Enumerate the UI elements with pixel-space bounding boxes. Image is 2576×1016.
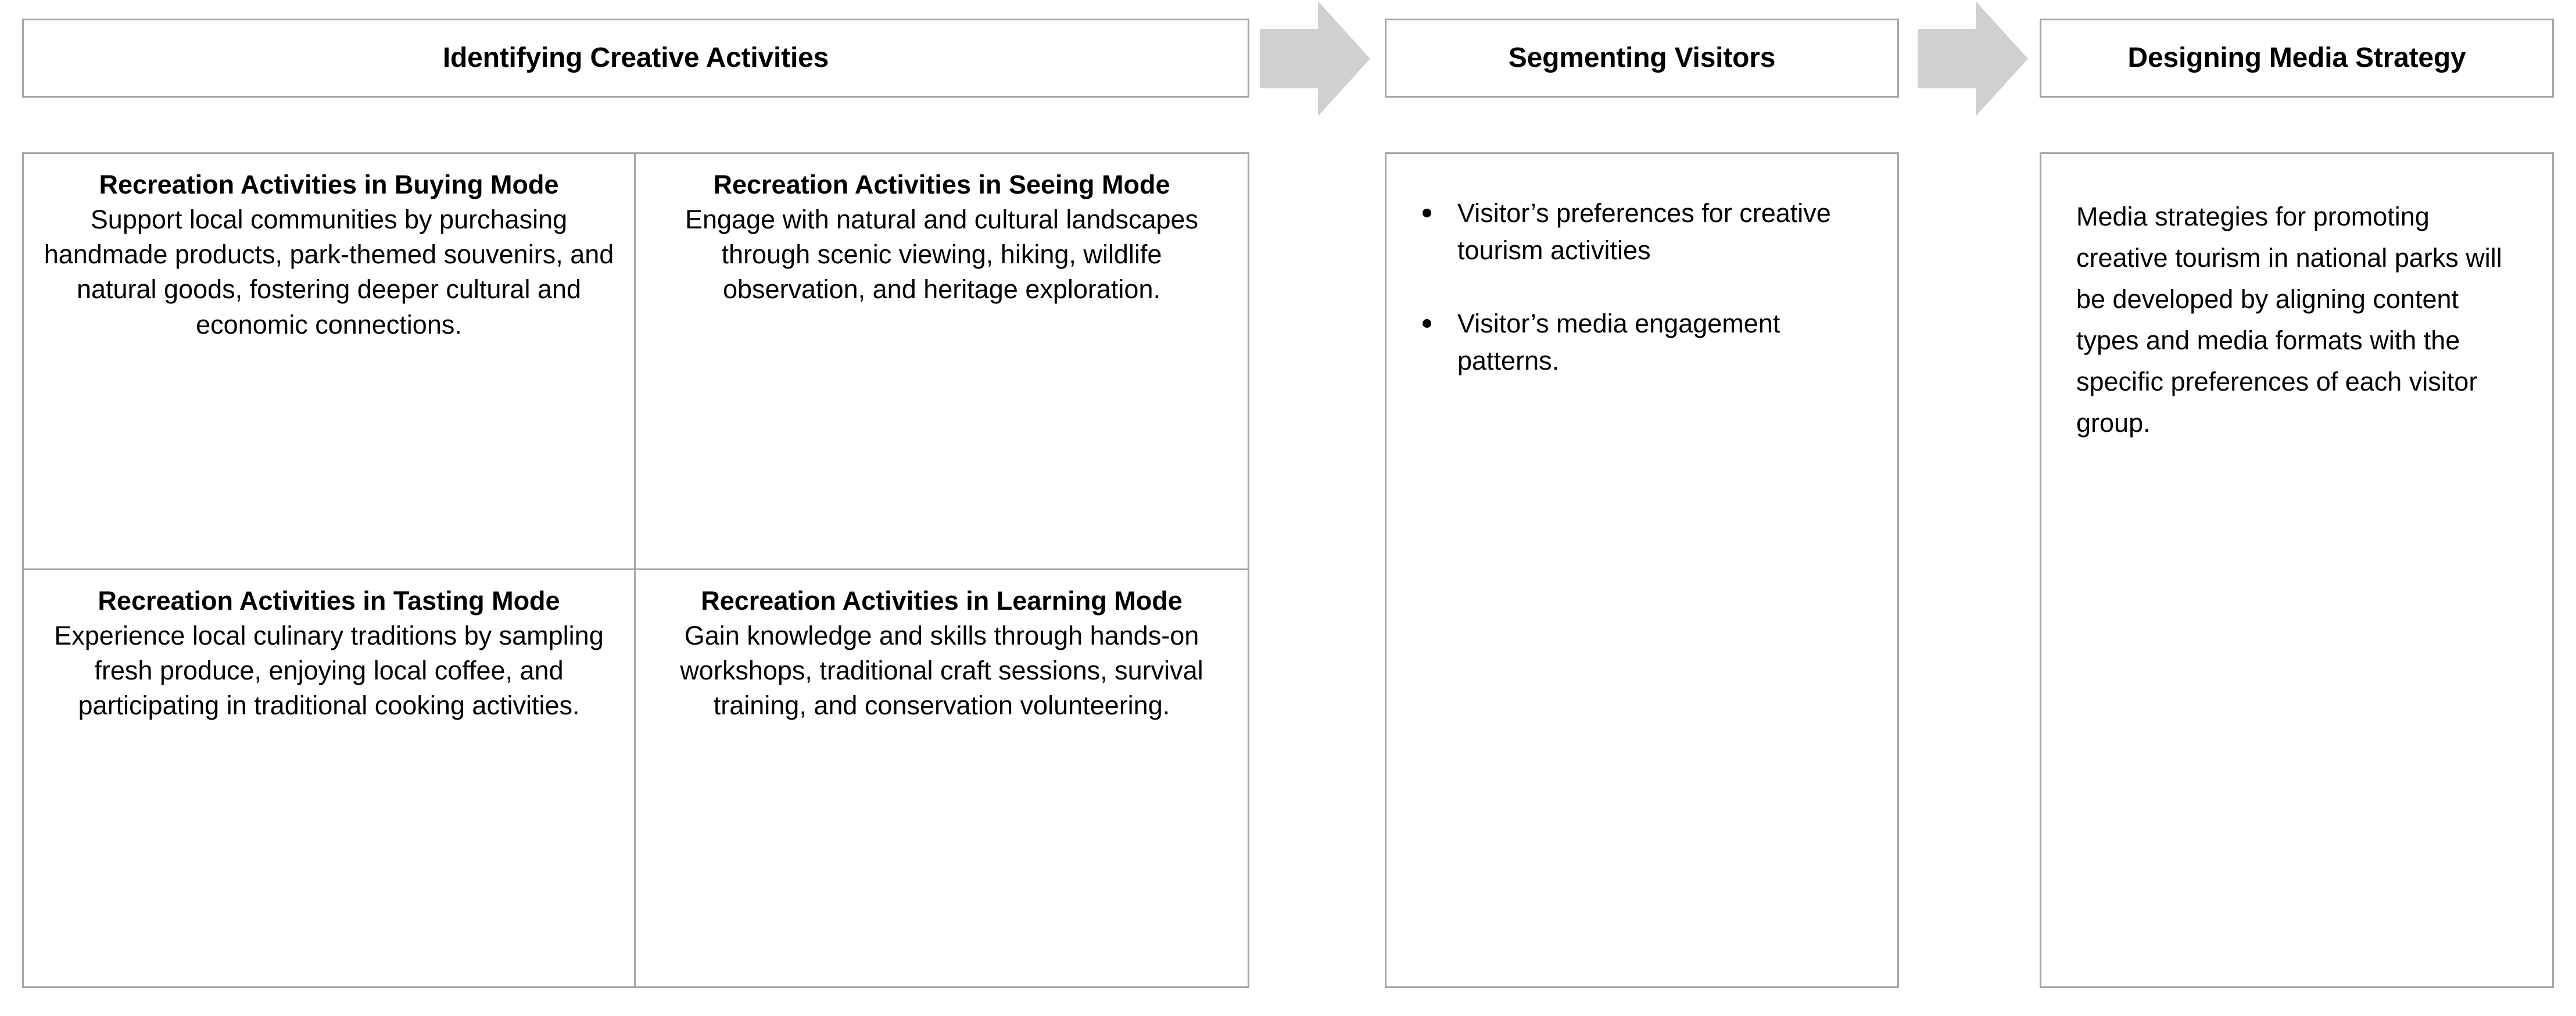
activity-cell-buying-mode[interactable]: Recreation Activities in Buying Mode Sup…	[24, 154, 636, 570]
stage-3-title: Designing Media Strategy	[2127, 42, 2466, 73]
visitor-segment-list: Visitor’s preferences for creative touri…	[1412, 195, 1872, 380]
activity-cell-seeing-mode-title: Recreation Activities in Seeing Mode	[713, 170, 1170, 199]
activity-cell-learning-mode-title: Recreation Activities in Learning Mode	[701, 586, 1183, 616]
activity-cell-tasting-mode[interactable]: Recreation Activities in Tasting Mode Ex…	[24, 570, 636, 986]
activity-cell-learning-mode-body: Gain knowledge and skills through hands-…	[680, 620, 1203, 721]
arrow-stage2-to-stage3-icon	[1918, 1, 2028, 116]
list-item[interactable]: Visitor’s media engagement patterns.	[1412, 305, 1872, 380]
activity-cell-seeing-mode[interactable]: Recreation Activities in Seeing Mode Eng…	[636, 154, 1248, 570]
arrow-stage1-to-stage2-icon	[1260, 1, 1370, 116]
activity-cell-tasting-mode-title: Recreation Activities in Tasting Mode	[98, 586, 560, 616]
activity-cell-buying-mode-title: Recreation Activities in Buying Mode	[99, 170, 559, 199]
activity-cell-learning-mode[interactable]: Recreation Activities in Learning Mode G…	[636, 570, 1248, 986]
activity-cell-buying-mode-body: Support local communities by purchasing …	[44, 204, 614, 339]
stage-1-title: Identifying Creative Activities	[442, 42, 829, 73]
stage-3-header-box[interactable]: Designing Media Strategy	[2040, 19, 2554, 98]
stage-2-content-box: Visitor’s preferences for creative touri…	[1385, 152, 1899, 988]
list-item-label: Visitor’s media engagement patterns.	[1457, 308, 1780, 375]
media-strategy-paragraph: Media strategies for promoting creative …	[2076, 202, 2502, 438]
stage-1-content-matrix: Recreation Activities in Buying Mode Sup…	[22, 152, 1249, 988]
activity-cell-tasting-mode-body: Experience local culinary traditions by …	[54, 620, 604, 721]
activity-cell-seeing-mode-body: Engage with natural and cultural landsca…	[685, 204, 1199, 305]
bullet-dot-icon	[1423, 319, 1431, 328]
bullet-dot-icon	[1423, 209, 1431, 217]
stage-1-header-box[interactable]: Identifying Creative Activities	[22, 19, 1249, 98]
stage-2-title: Segmenting Visitors	[1508, 42, 1776, 73]
stage-3-content-box: Media strategies for promoting creative …	[2040, 152, 2554, 988]
list-item[interactable]: Visitor’s preferences for creative touri…	[1412, 195, 1872, 269]
list-item-label: Visitor’s preferences for creative touri…	[1457, 198, 1831, 265]
stage-2-header-box[interactable]: Segmenting Visitors	[1385, 19, 1899, 98]
